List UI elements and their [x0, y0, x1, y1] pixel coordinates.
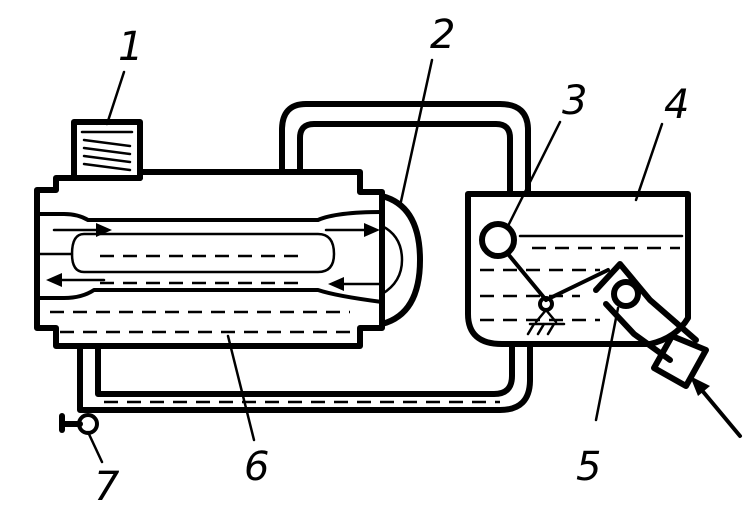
end-cap-leader	[398, 58, 434, 208]
inlet-valve	[593, 261, 742, 438]
safety-valve	[71, 70, 143, 181]
end-cap	[379, 58, 434, 327]
drain-leader	[86, 430, 104, 464]
drain-valve	[59, 413, 104, 464]
flow-arrow-bottom-right	[328, 277, 382, 291]
chamber-leader	[634, 122, 664, 202]
return-pipe-inner	[95, 341, 515, 397]
label-1: 1	[118, 24, 143, 70]
tube-lower-wall	[35, 288, 384, 304]
tube-upper-wall	[35, 210, 384, 222]
label-2: 2	[430, 12, 455, 58]
inlet-arrow	[690, 376, 742, 438]
flow-arrow-in-top	[52, 223, 112, 237]
vapor-pipe-outer	[279, 101, 531, 197]
valve-body-bottom	[603, 301, 673, 363]
vessel-shell	[34, 169, 385, 349]
float-chamber	[465, 122, 691, 347]
u-tube	[70, 232, 336, 274]
liquid-leader	[226, 334, 256, 442]
valve-body-top	[593, 261, 699, 343]
label-6: 6	[244, 444, 269, 490]
label-4: 4	[664, 82, 689, 128]
lever-pivot	[538, 296, 554, 312]
return-pipe	[77, 341, 533, 413]
valve-leader	[594, 306, 620, 422]
flow-arrow-top-right	[324, 223, 380, 237]
flow-arrow-out-bottom	[46, 273, 106, 287]
valve-spring	[80, 130, 134, 172]
valve-leader	[105, 70, 126, 126]
float-leader	[506, 120, 562, 228]
lever-arm	[544, 268, 610, 302]
float-arm	[506, 252, 548, 302]
end-cap-dome	[379, 193, 423, 327]
label-5: 5	[576, 444, 601, 490]
label-7: 7	[94, 464, 120, 505]
return-pipe-outer	[77, 341, 533, 413]
label-3: 3	[562, 78, 587, 124]
vapor-pipe	[279, 101, 531, 197]
valve-seat	[611, 279, 641, 309]
float-mechanism	[479, 120, 610, 336]
vapor-pipe-inner	[297, 121, 513, 197]
inlet-nozzle	[651, 333, 709, 389]
end-cap-inner	[380, 224, 404, 296]
pivot-support	[526, 308, 566, 336]
heat-exchanger-vessel	[34, 169, 385, 349]
float-ball	[479, 221, 517, 259]
